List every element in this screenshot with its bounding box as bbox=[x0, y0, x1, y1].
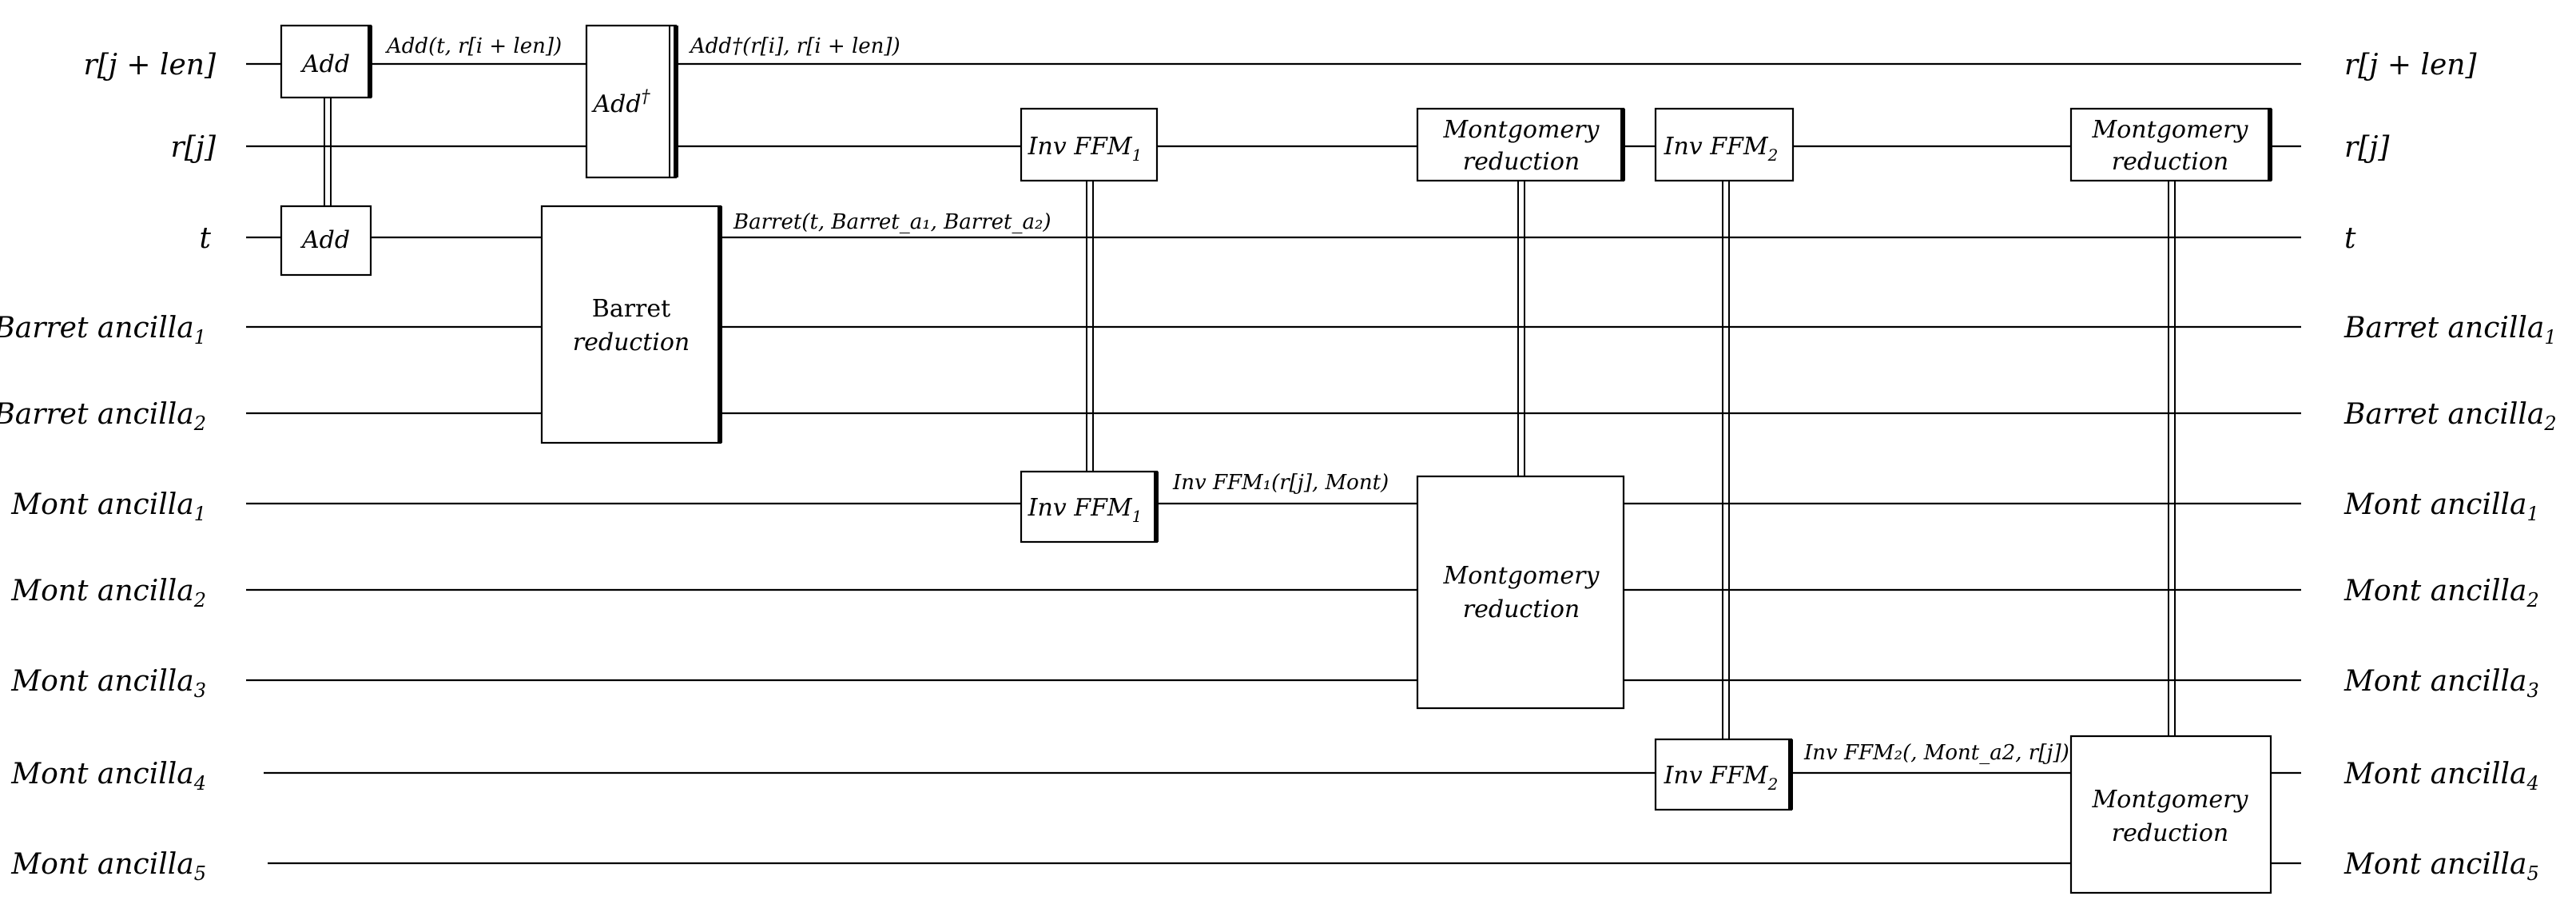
inv-ffm2-bottom-sub: 2 bbox=[1767, 775, 1779, 794]
output-annotations: Add(t, r[i + len]) Add†(r[i], r[i + len]… bbox=[385, 34, 2069, 765]
svg-text:Mont ancilla5: Mont ancilla5 bbox=[10, 848, 206, 885]
left-label-r-j-len: r[j + len] bbox=[83, 49, 216, 82]
montgomery-1-top-line1: Montgomery bbox=[1443, 116, 1600, 144]
svg-text:Barret ancilla1: Barret ancilla1 bbox=[2343, 312, 2557, 348]
add-gate-t: Add bbox=[280, 205, 372, 277]
right-label-r-j-len: r[j + len] bbox=[2344, 49, 2477, 82]
add-output-label: Add(t, r[i + len]) bbox=[385, 34, 562, 58]
montgomery-1-bottom-line1: Montgomery bbox=[1443, 562, 1600, 590]
connectors bbox=[324, 98, 2176, 739]
svg-text:Barret ancilla1: Barret ancilla1 bbox=[0, 312, 206, 348]
add-gate-top: Add bbox=[280, 24, 372, 99]
svg-text:Inv FFM1: Inv FFM1 bbox=[1028, 133, 1143, 165]
inv-ffm2-gate-top: Inv FFM2 bbox=[1654, 107, 1795, 182]
montgomery1-connector bbox=[1517, 181, 1525, 476]
svg-text:Add†: Add† bbox=[590, 87, 650, 118]
inv-ffm1-top-sub: 1 bbox=[1132, 145, 1143, 165]
inv-ffm1-output-label: Inv FFM₁(r[j], Mont) bbox=[1172, 471, 1389, 495]
right-wire-labels: r[j + len] r[j] t Barret ancilla1 Barret… bbox=[2343, 49, 2557, 885]
right-label-mont-ancilla-2: Mont ancilla bbox=[2343, 575, 2526, 607]
add-connector bbox=[324, 98, 332, 206]
barret-line2: reduction bbox=[573, 329, 690, 356]
left-label-mont-ancilla-1: Mont ancilla bbox=[10, 488, 193, 521]
svg-text:Mont ancilla2: Mont ancilla2 bbox=[2343, 575, 2539, 611]
montgomery-1-bottom-line2: reduction bbox=[1463, 595, 1580, 623]
add-gate-top-label: Add bbox=[300, 50, 350, 78]
right-label-t: t bbox=[2344, 222, 2356, 255]
right-label-mont-ancilla-4: Mont ancilla bbox=[2343, 758, 2526, 791]
right-label-barret-ancilla-1: Barret ancilla bbox=[2343, 312, 2544, 344]
inv-ffm2-top-sub: 2 bbox=[1767, 145, 1779, 165]
right-label-barret-ancilla-2: Barret ancilla bbox=[2343, 398, 2544, 431]
barret-line1: Barret bbox=[592, 295, 670, 323]
montgomery-2-top-line1: Montgomery bbox=[2092, 116, 2249, 144]
left-label-mont-ancilla-5: Mont ancilla bbox=[10, 848, 193, 881]
svg-text:Mont ancilla5: Mont ancilla5 bbox=[2343, 848, 2539, 885]
svg-text:Mont ancilla2: Mont ancilla2 bbox=[10, 575, 206, 611]
svg-text:Mont ancilla3: Mont ancilla3 bbox=[2343, 665, 2539, 702]
right-label-mont-ancilla-5: Mont ancilla bbox=[2343, 848, 2526, 881]
montgomery-1-top-line2: reduction bbox=[1463, 148, 1580, 176]
left-label-mont-ancilla-4: Mont ancilla bbox=[10, 758, 193, 791]
left-label-mont-ancilla-2: Mont ancilla bbox=[10, 575, 193, 607]
left-label-barret-ancilla-2: Barret ancilla bbox=[0, 398, 194, 431]
inv-ffm1-gate-top: Inv FFM1 bbox=[1020, 107, 1159, 182]
right-label-mont-ancilla-3: Mont ancilla bbox=[2343, 665, 2526, 698]
right-label-mont-ancilla-1: Mont ancilla bbox=[2343, 488, 2526, 521]
left-wire-labels: r[j + len] r[j] t Barret ancilla1 Barret… bbox=[0, 49, 217, 885]
inv-ffm2-output-label: Inv FFM₂(, Mont_a2, r[j]) bbox=[1803, 741, 2069, 765]
add-dagger-gate: Add† bbox=[585, 24, 678, 179]
right-label-r-j: r[j] bbox=[2344, 131, 2390, 164]
montgomery-gate-1-bottom: Montgomery reduction bbox=[1416, 475, 1625, 710]
left-label-t: t bbox=[200, 222, 212, 255]
barret-output-label: Barret(t, Barret_a₁, Barret_a₂) bbox=[733, 210, 1051, 234]
montgomery-2-bottom-line1: Montgomery bbox=[2092, 786, 2249, 814]
svg-text:Inv FFM2: Inv FFM2 bbox=[1664, 762, 1779, 794]
svg-text:Barret ancilla2: Barret ancilla2 bbox=[2343, 398, 2557, 435]
inv-ffm1-gate-bottom: Inv FFM1 bbox=[1020, 470, 1159, 544]
montgomery-gate-2-bottom: Montgomery reduction bbox=[2069, 735, 2272, 894]
montgomery-gate-1-top: Montgomery reduction bbox=[1416, 107, 1625, 182]
add-dagger-label: Add bbox=[590, 90, 641, 118]
svg-text:Mont ancilla4: Mont ancilla4 bbox=[2343, 758, 2539, 795]
left-label-barret-ancilla-1: Barret ancilla bbox=[0, 312, 194, 344]
montgomery-2-top-line2: reduction bbox=[2112, 148, 2228, 176]
svg-text:Mont ancilla1: Mont ancilla1 bbox=[2343, 488, 2539, 525]
svg-text:Inv FFM2: Inv FFM2 bbox=[1664, 133, 1779, 165]
inv-ffm2-bottom-label: Inv FFM bbox=[1664, 762, 1769, 790]
inv-ffm2-gate-bottom: Inv FFM2 bbox=[1654, 738, 1793, 811]
montgomery-gate-2-top: Montgomery reduction bbox=[2069, 107, 2272, 182]
inv-ffm1-bottom-sub: 1 bbox=[1132, 507, 1143, 526]
inv-ffm2-connector bbox=[1722, 181, 1730, 739]
svg-text:Mont ancilla4: Mont ancilla4 bbox=[10, 758, 206, 795]
svg-text:Barret ancilla2: Barret ancilla2 bbox=[0, 398, 206, 435]
left-label-mont-ancilla-3: Mont ancilla bbox=[10, 665, 193, 698]
svg-text:Mont ancilla1: Mont ancilla1 bbox=[10, 488, 206, 525]
montgomery-2-bottom-line2: reduction bbox=[2112, 819, 2228, 847]
inv-ffm1-bottom-label: Inv FFM bbox=[1028, 494, 1133, 522]
add-gate-t-label: Add bbox=[300, 226, 350, 254]
add-dagger-output-label: Add†(r[i], r[i + len]) bbox=[689, 34, 900, 58]
montgomery3-connector bbox=[2168, 181, 2176, 736]
barret-reduction-gate: Barret reduction bbox=[540, 205, 722, 444]
inv-ffm1-top-label: Inv FFM bbox=[1028, 133, 1133, 161]
svg-text:Mont ancilla3: Mont ancilla3 bbox=[10, 665, 206, 702]
left-label-r-j: r[j] bbox=[171, 131, 217, 164]
inv-ffm1-connector bbox=[1086, 181, 1094, 472]
inv-ffm2-top-label: Inv FFM bbox=[1664, 133, 1769, 161]
add-dagger-superscript: † bbox=[642, 87, 651, 107]
svg-text:Inv FFM1: Inv FFM1 bbox=[1028, 494, 1143, 526]
